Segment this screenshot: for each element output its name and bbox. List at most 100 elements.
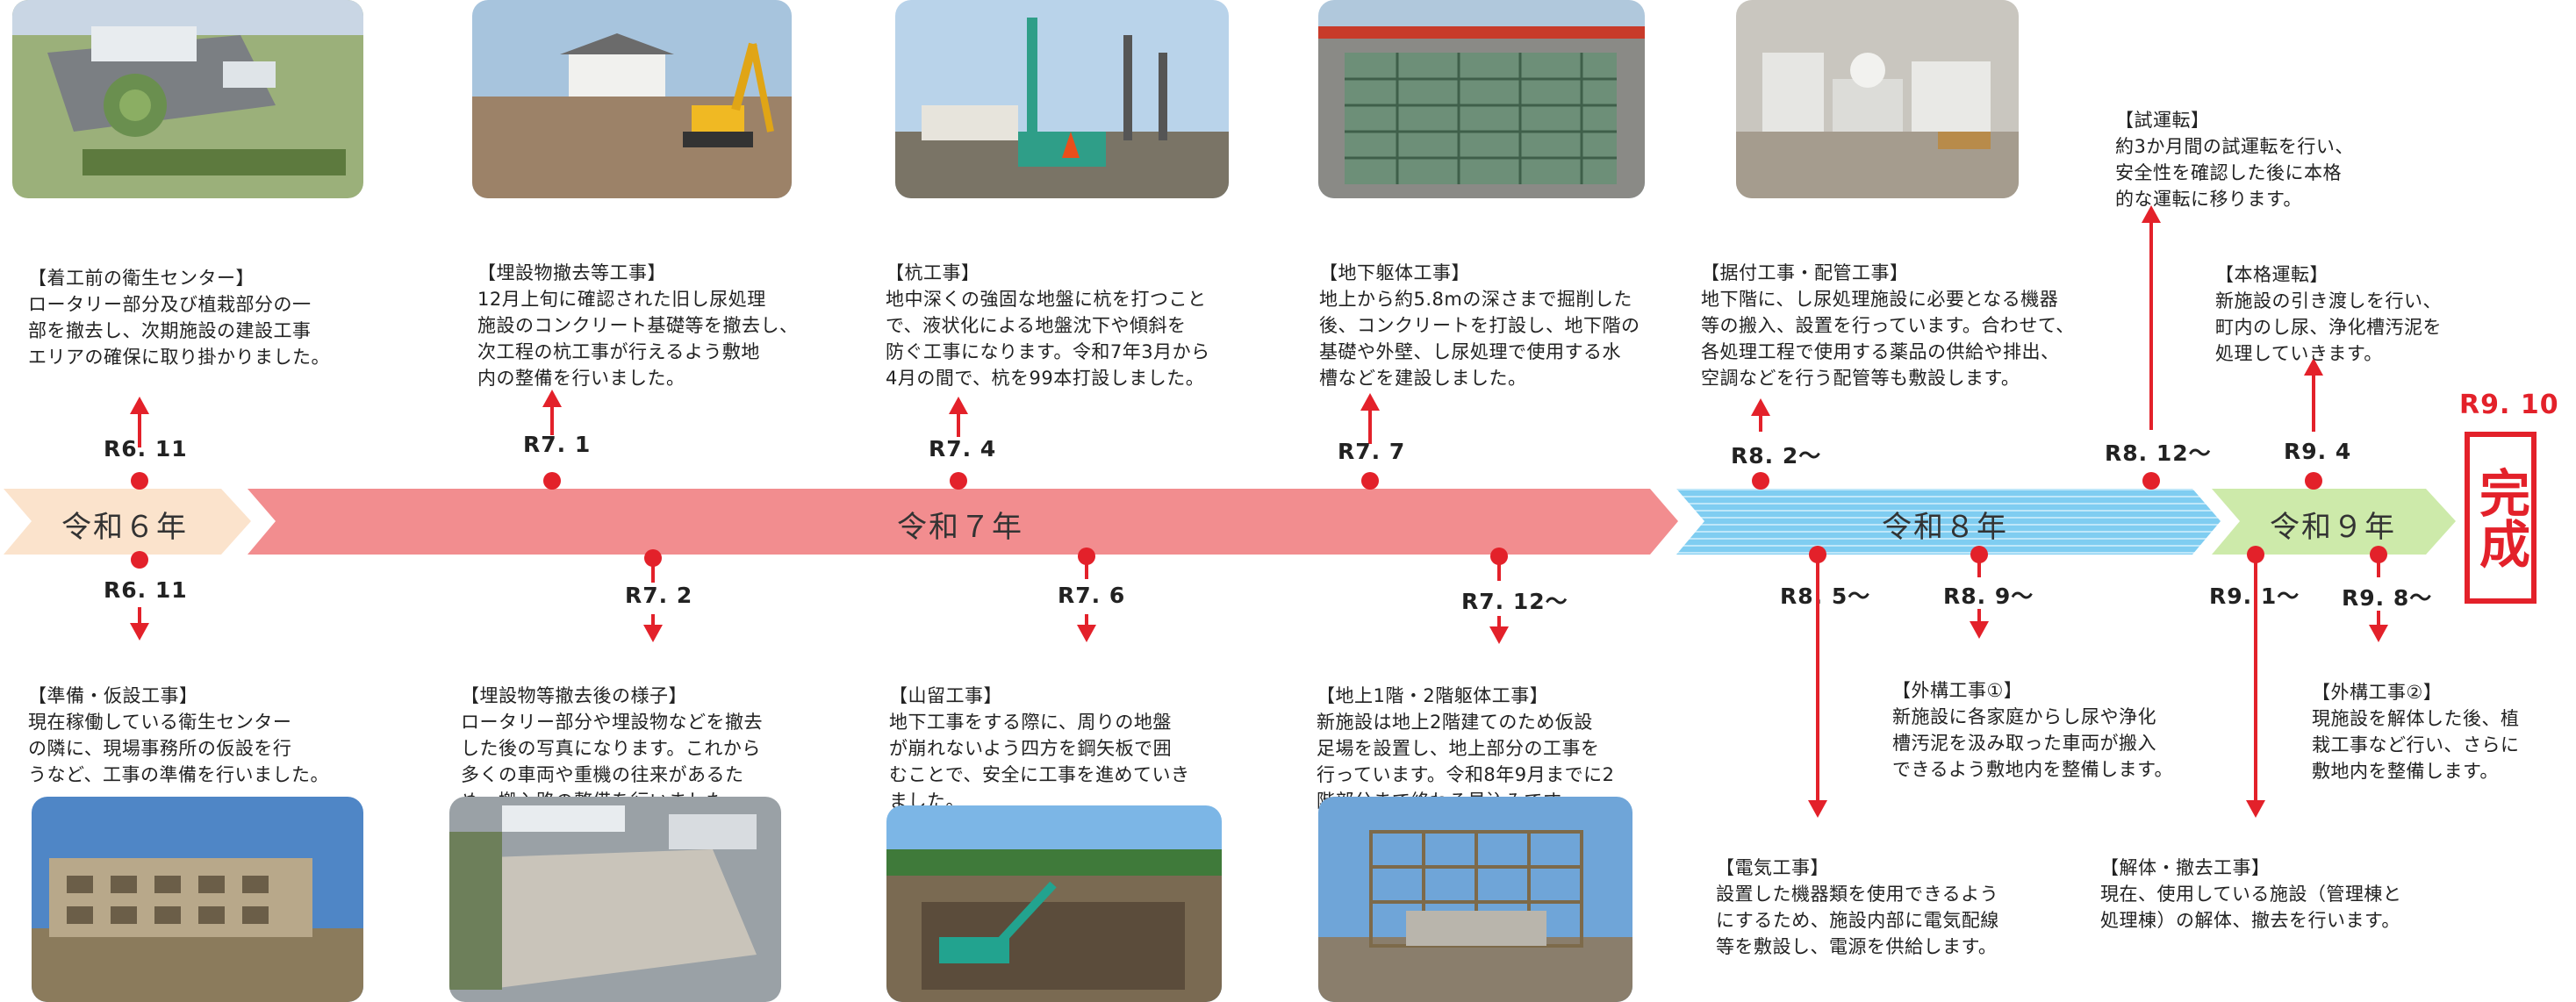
connector-line — [138, 412, 141, 447]
arrow-up-icon — [1360, 393, 1380, 411]
milestone-date: R8. 2～ — [1731, 443, 1822, 469]
connector-line — [550, 405, 554, 435]
milestone-date: R7. 7 — [1338, 439, 1406, 464]
milestone-title: 【地下躯体工事】 — [1319, 262, 1470, 283]
milestone-text: 現施設を解体した後、植 栽工事など行い、さらに 敷地内を整備します。 — [2312, 708, 2520, 782]
arrow-down-icon — [130, 623, 149, 641]
milestone-title: 【杭工事】 — [886, 262, 980, 283]
milestone-text: 地下階に、し尿処理施設に必要となる機器 等の搬入、設置を行っています。合わせて、… — [1701, 289, 2075, 389]
connector-line — [1085, 560, 1088, 579]
milestone-title: 【外構工事②】 — [2312, 682, 2443, 703]
milestone-note: 【外構工事②】現施設を解体した後、植 栽工事など行い、さらに 敷地内を整備します… — [2312, 653, 2566, 784]
timeline-dot — [1752, 472, 1769, 490]
milestone-text: 現在稼働している衛生センター の隣に、現場事務所の仮設を行 うなど、工事の準備を… — [28, 712, 329, 785]
aerial-facility-photo — [12, 0, 363, 198]
milestone-note: 【地上1階・2階躯体工事】新施設は地上2階建てのため仮設 足場を設置し、地上部分… — [1317, 656, 1676, 814]
excavator-demolition-photo — [472, 0, 792, 198]
milestone-title: 【着工前の衛生センター】 — [28, 268, 255, 289]
arrow-down-icon — [1077, 625, 1096, 642]
milestone-title: 【電気工事】 — [1716, 857, 1829, 878]
milestone-title: 【準備・仮設工事】 — [28, 685, 198, 706]
connector-line — [2377, 611, 2380, 626]
milestone-text: 現在、使用している施設（管理棟と 処理棟）の解体、撤去を行います。 — [2100, 884, 2402, 931]
arrow-down-icon — [2246, 800, 2265, 818]
year-label-r8: 令和８年 — [1882, 510, 2008, 545]
scaffolding-construction-photo — [1318, 797, 1632, 1002]
completion-badge: 完成 — [2465, 432, 2537, 604]
arrow-down-icon — [1808, 800, 1827, 818]
milestone-note: 【準備・仮設工事】現在稼働している衛生センター の隣に、現場事務所の仮設を行 う… — [28, 656, 379, 788]
milestone-note: 【埋設物撤去等工事】12月上旬に確認された旧し尿処理 施設のコンクリート基礎等を… — [477, 233, 811, 391]
milestone-text: 新施設は地上2階建てのため仮設 足場を設置し、地上部分の工事を 行っています。令… — [1317, 712, 1615, 812]
temporary-office-photo — [32, 797, 363, 1002]
year-label-r7: 令和７年 — [897, 510, 1023, 545]
milestone-note: 【据付工事・配管工事】地下階に、し尿処理施設に必要となる機器 等の搬入、設置を行… — [1701, 233, 2078, 391]
timeline-dot — [1078, 548, 1095, 565]
milestone-note: 【杭工事】地中深くの強固な地盤に杭を打つこと で、液状化による地盤沈下や傾斜を … — [886, 233, 1254, 391]
milestone-title: 【埋設物等撤去後の様子】 — [461, 685, 687, 706]
connector-line — [1085, 614, 1088, 626]
connector-line — [957, 412, 960, 437]
underground-structure-photo — [1318, 0, 1645, 198]
milestone-title: 【据付工事・配管工事】 — [1701, 262, 1909, 283]
arrow-up-icon — [949, 397, 968, 414]
connector-line — [1497, 616, 1501, 628]
connector-line — [1816, 558, 1819, 804]
timeline-dot — [543, 472, 561, 490]
arrow-up-icon — [2142, 205, 2161, 223]
arrow-down-icon — [643, 625, 663, 642]
milestone-text: 約3か月間の試運転を行い、 安全性を確認した後に本格 的な運転に移ります。 — [2115, 136, 2354, 210]
connector-line — [1977, 609, 1981, 623]
year-label-r6: 令和６年 — [61, 510, 188, 545]
milestone-date: R9. 4 — [2284, 439, 2352, 464]
milestone-date: R7. 6 — [1058, 583, 1126, 608]
milestone-text: 地中深くの強固な地盤に杭を打つこと で、液状化による地盤沈下や傾斜を 防ぐ工事に… — [886, 289, 1210, 389]
equipment-installation-photo — [1736, 0, 2019, 198]
timeline-dot — [131, 472, 148, 490]
milestone-title: 【解体・撤去工事】 — [2100, 857, 2271, 878]
year-label-r9: 令和９年 — [2270, 510, 2396, 545]
year-segment-r8 — [1676, 489, 2221, 555]
retaining-wall-excavation-photo — [886, 805, 1222, 1002]
milestone-date: R6. 11 — [104, 436, 188, 462]
connector-line — [1497, 560, 1501, 581]
milestone-note: 【埋設物等撤去後の様子】ロータリー部分や埋設物などを撤去 した後の写真になります… — [461, 656, 812, 814]
milestone-note: 【試運転】約3か月間の試運転を行い、 安全性を確認した後に本格 的な運転に移りま… — [2115, 81, 2431, 212]
connector-line — [651, 614, 655, 626]
milestone-note: 【電気工事】設置した機器類を使用できるよう にするため、施設内部に電気配線 等を… — [1716, 828, 2067, 960]
milestone-title: 【本格運転】 — [2215, 264, 2328, 285]
connector-line — [1368, 409, 1372, 444]
milestone-note: 【外構工事①】新施設に各家庭からし尿や浄化 槽汚泥を汲み取った車両が搬入 できる… — [1892, 651, 2217, 783]
milestone-date: R7. 12～ — [1461, 589, 1568, 614]
connector-line — [1759, 414, 1762, 432]
timeline-dot — [1809, 546, 1826, 563]
milestone-date: R7. 1 — [523, 432, 592, 457]
milestone-date: R8. 9～ — [1943, 583, 2034, 609]
timeline-dot — [2305, 472, 2322, 490]
timeline-dot — [1970, 546, 1988, 563]
milestone-date: R7. 2 — [625, 583, 693, 608]
timeline-dot — [644, 549, 662, 567]
timeline-dot — [950, 472, 967, 490]
pile-driver-photo — [895, 0, 1229, 198]
connector-line — [2312, 374, 2315, 432]
milestone-title: 【埋設物撤去等工事】 — [477, 262, 666, 283]
milestone-date: R7. 4 — [929, 436, 997, 462]
cleared-site-photo — [449, 797, 781, 1002]
milestone-text: 新施設の引き渡しを行い、 町内のし尿、浄化槽汚泥を 処理していきます。 — [2215, 290, 2442, 364]
milestone-note: 【地下躯体工事】地上から約5.8mの深さまで掘削した 後、コンクリートを打設し、… — [1319, 233, 1679, 391]
milestone-date: R9. 8～ — [2342, 585, 2433, 611]
milestone-title: 【外構工事①】 — [1892, 680, 2023, 701]
milestone-note: 【着工前の衛生センター】ロータリー部分及び植栽部分の一 部を撤去し、次期施設の建… — [28, 239, 362, 370]
year-segment-r7 — [248, 489, 1678, 555]
milestone-text: 設置した機器類を使用できるよう にするため、施設内部に電気配線 等を敷設し、電源… — [1716, 884, 1999, 957]
milestone-date: R6. 11 — [104, 577, 188, 603]
arrow-up-icon — [2304, 358, 2323, 376]
connector-line — [2377, 558, 2380, 577]
arrow-up-icon — [130, 397, 149, 414]
year-segment-r6 — [4, 489, 251, 555]
milestone-text: 地上から約5.8mの深さまで掘削した 後、コンクリートを打設し、地下階の 基礎や… — [1319, 289, 1640, 389]
milestone-text: 地下工事をする際に、周りの地盤 が崩れないよう四方を鋼矢板で囲 むことで、安全に… — [889, 712, 1190, 812]
milestone-note: 【本格運転】新施設の引き渡しを行い、 町内のし尿、浄化槽汚泥を 処理していきます… — [2215, 235, 2479, 367]
milestone-text: 新施設に各家庭からし尿や浄化 槽汚泥を汲み取った車両が搬入 できるよう敷地内を整… — [1892, 706, 2173, 780]
